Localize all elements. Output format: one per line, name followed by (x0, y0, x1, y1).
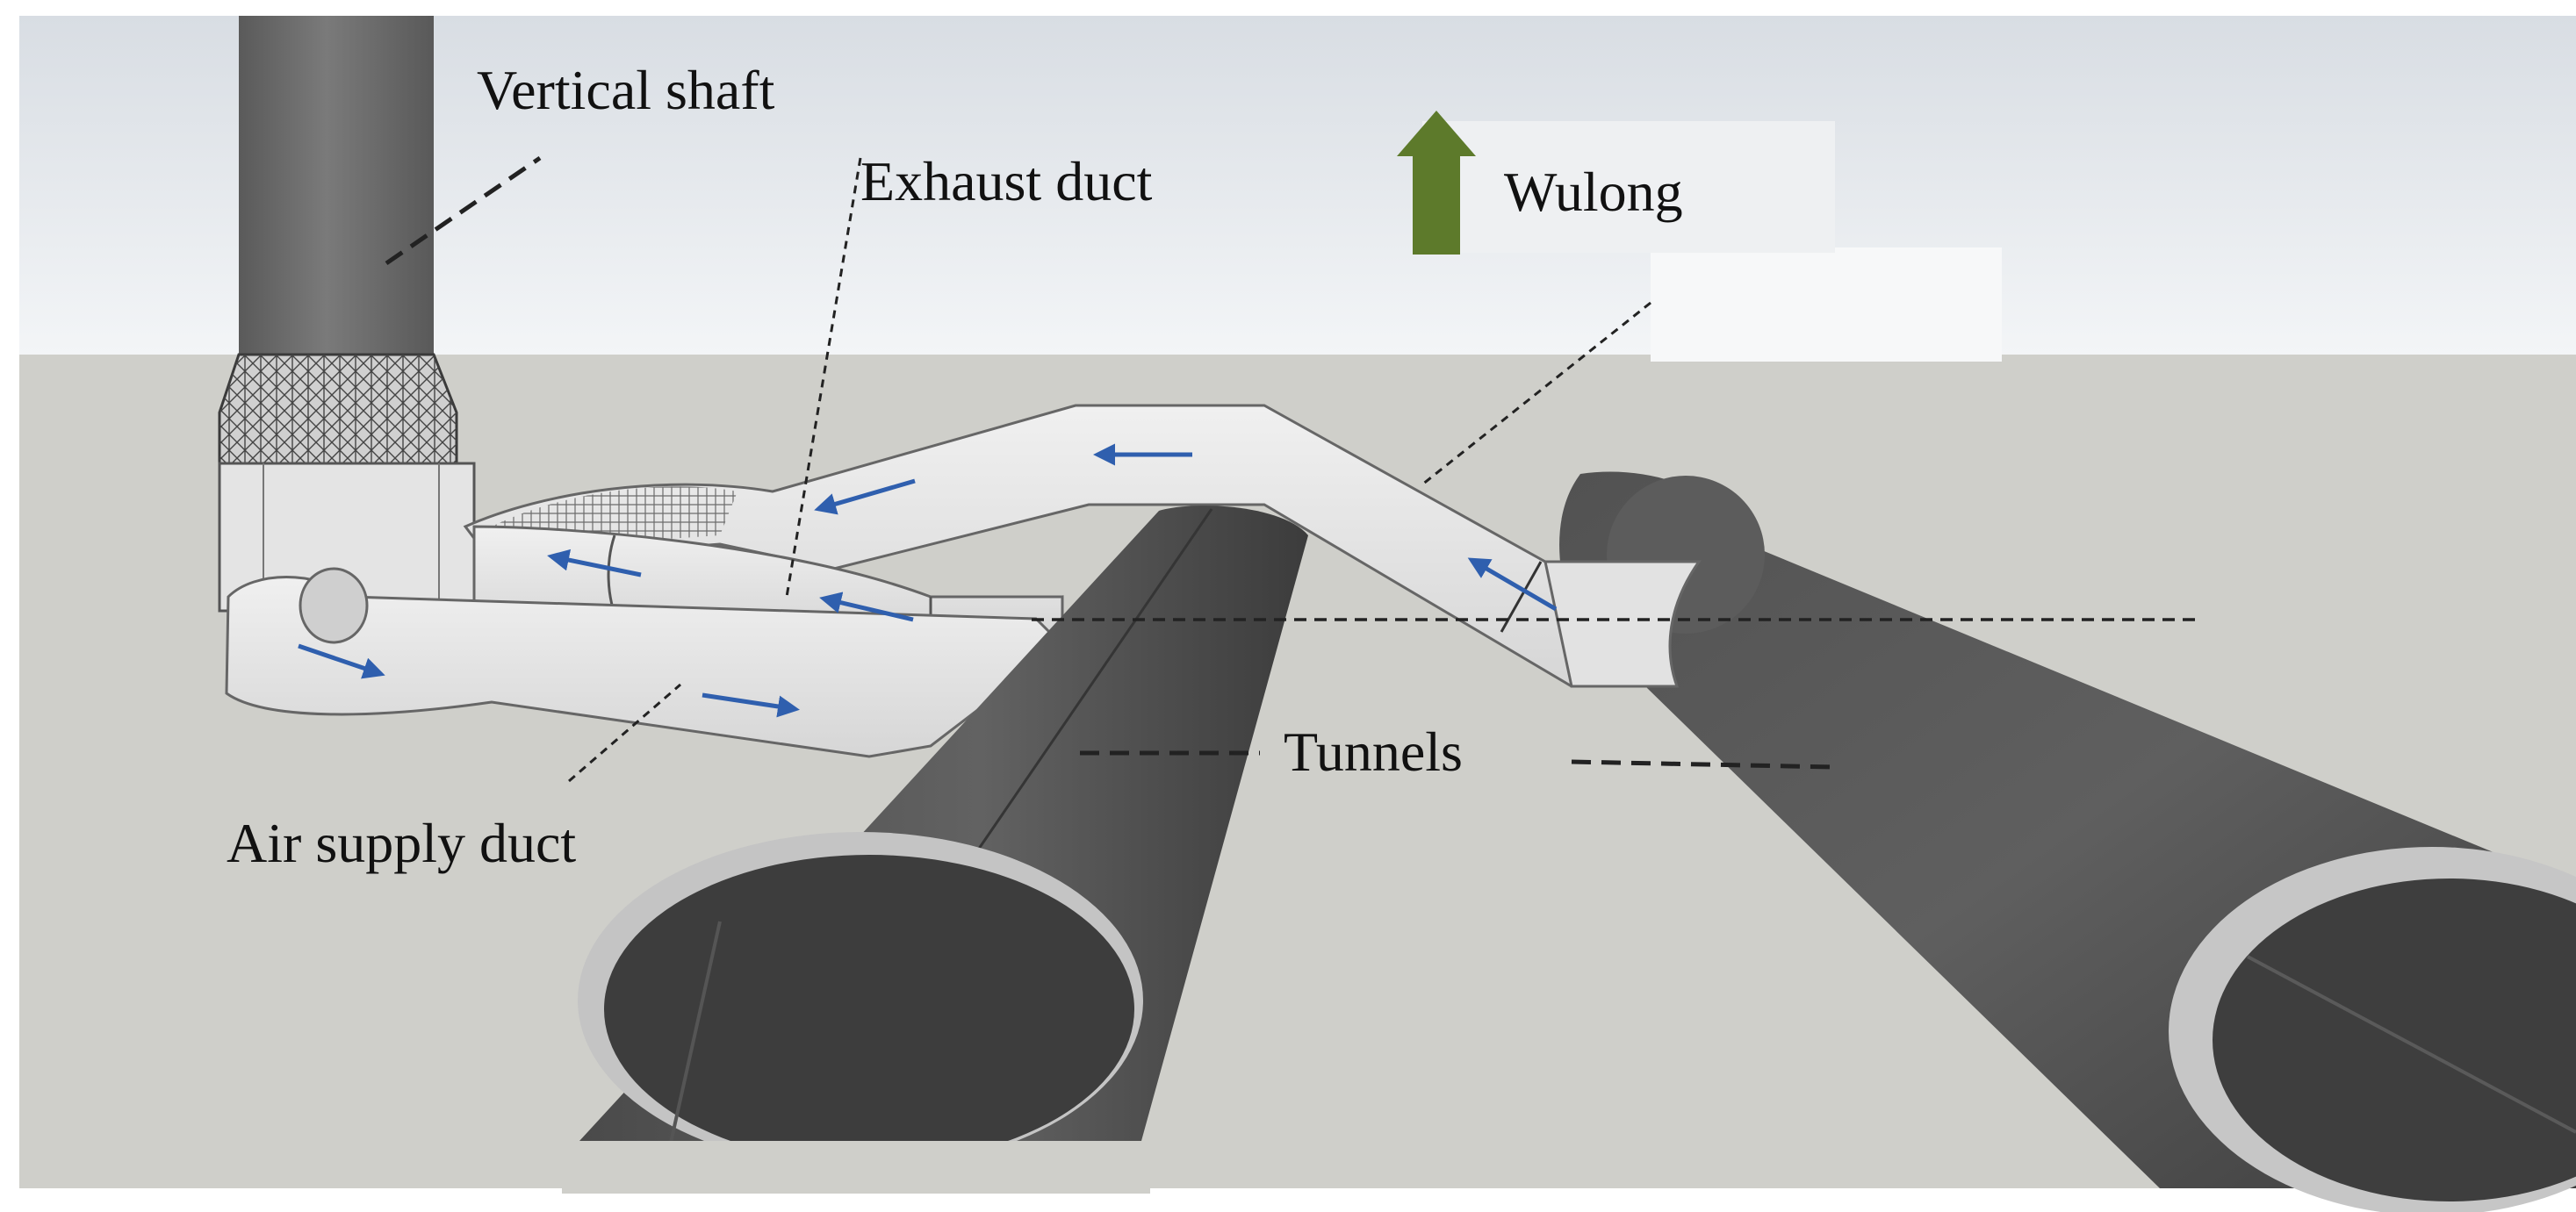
leader-line-vertical-shaft (385, 155, 542, 266)
sky-background (19, 16, 2576, 355)
air-supply-duct (225, 567, 1065, 758)
leader-line-air-supply (568, 683, 681, 783)
label-vertical-shaft: Vertical shaft (477, 59, 775, 121)
label-wulong: Wulong (1504, 161, 1683, 223)
flow-direction-arrow-icon (702, 692, 800, 718)
tunnel-left (562, 506, 1308, 1194)
flow-direction-arrow-icon (1467, 557, 1558, 612)
flow-direction-arrow-icon (814, 478, 916, 515)
duct-connection (1543, 560, 1702, 688)
leader-line-tunnels-right (1571, 759, 1836, 770)
label-exhaust-duct: Exhaust duct (860, 150, 1153, 212)
label-backdrop (1651, 247, 2002, 362)
north-arrow-icon (1397, 111, 1476, 255)
label-air-supply-duct: Air supply duct (227, 812, 576, 874)
flow-direction-arrow-icon (298, 643, 385, 679)
label-backdrop (1422, 121, 1835, 253)
leader-line-exhaust-duct (785, 157, 862, 598)
flow-arrows (298, 443, 1558, 718)
flow-direction-arrow-icon (819, 592, 914, 622)
flow-direction-arrow-icon (547, 549, 642, 577)
label-tunnels: Tunnels (1284, 721, 1463, 783)
tunnel-right (1559, 471, 2576, 1212)
leader-line-duct-right (1421, 301, 1651, 486)
